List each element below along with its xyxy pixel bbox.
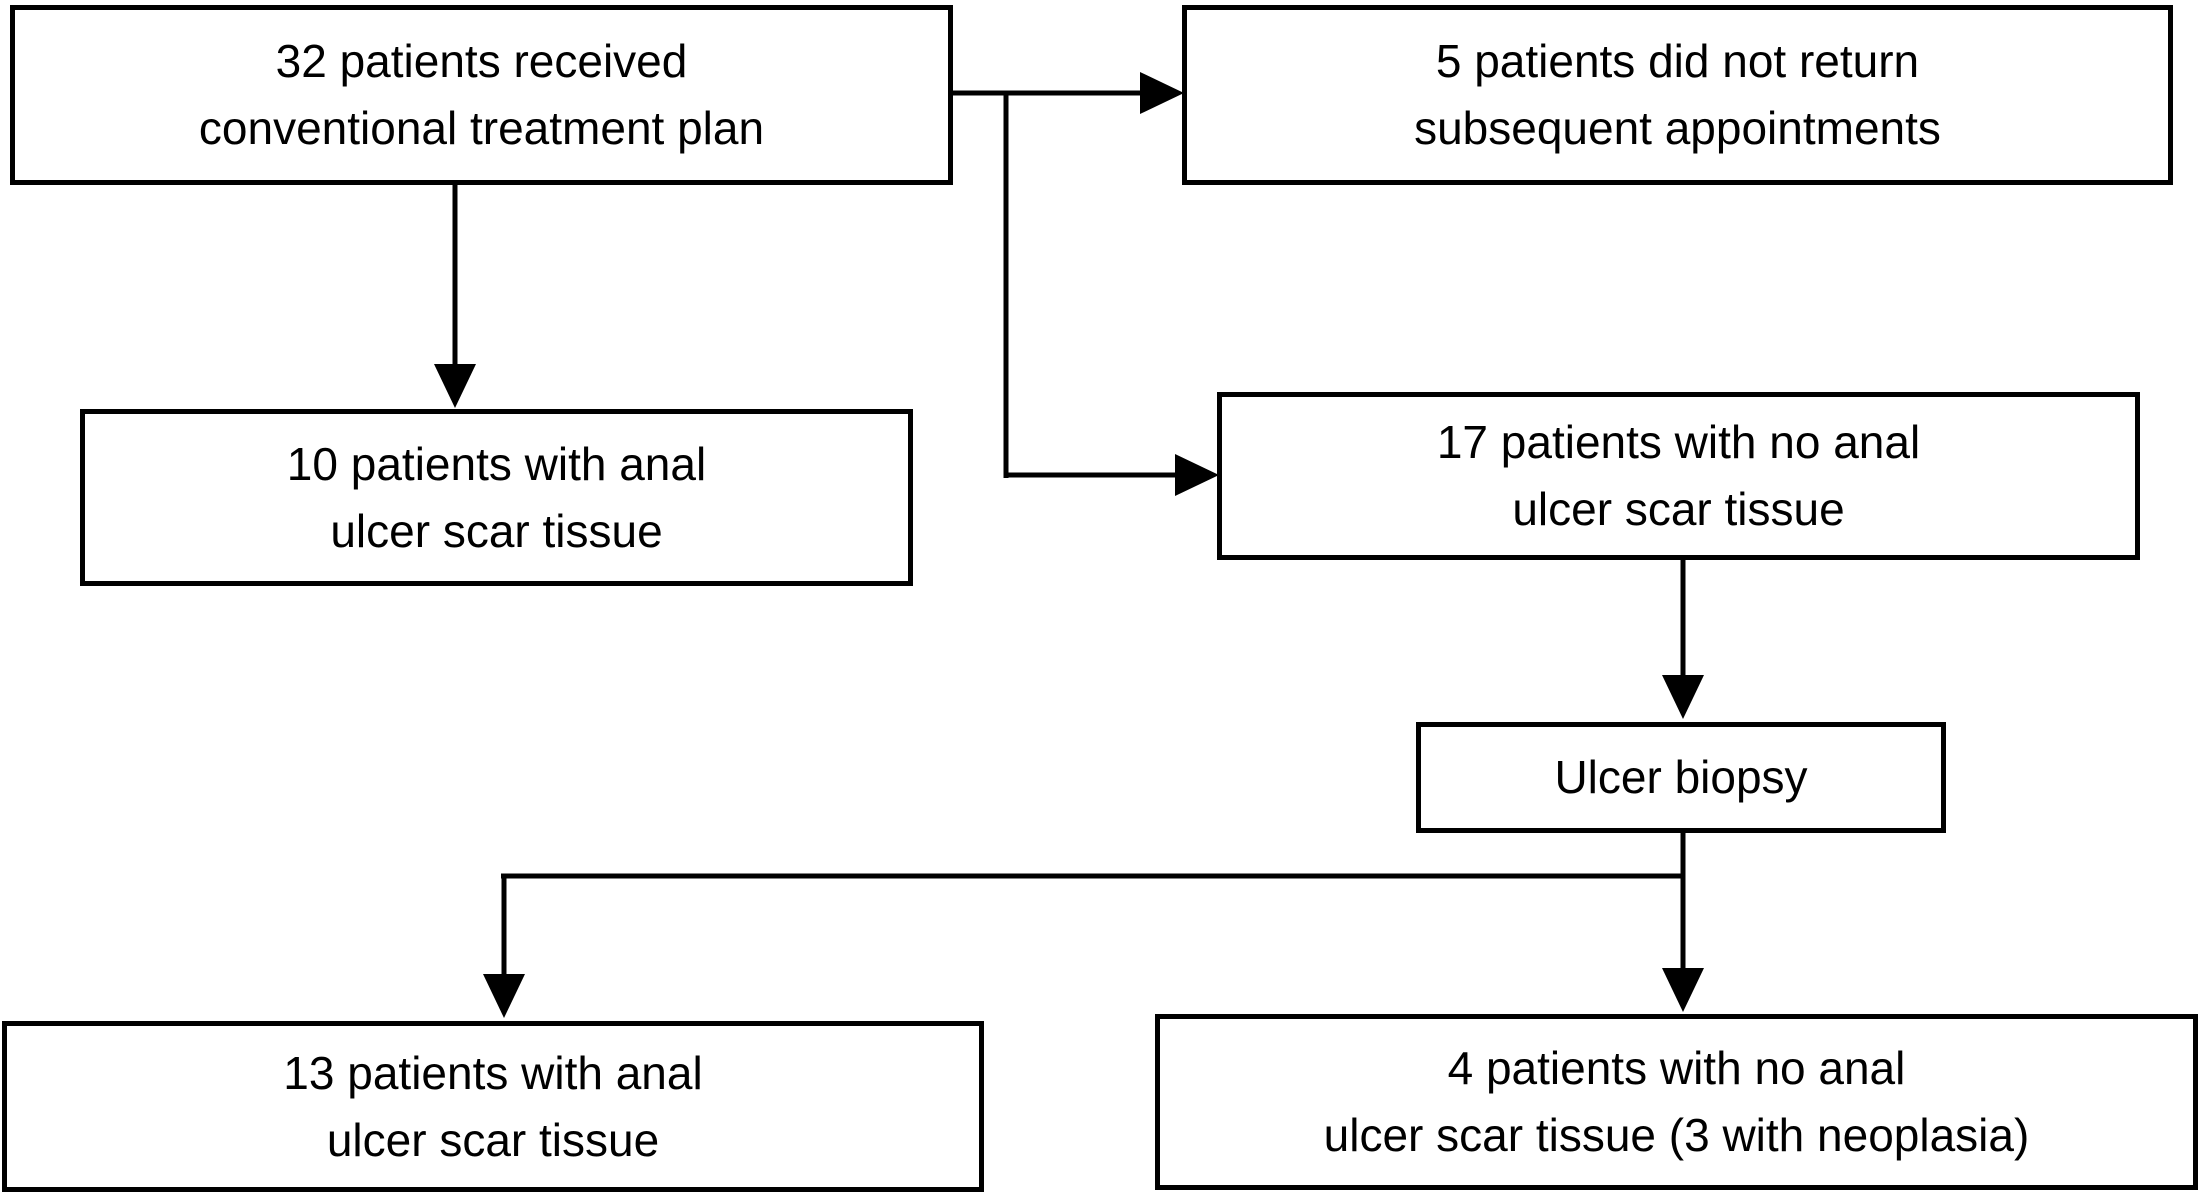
arrow-no-scar-17-to-biopsy	[1662, 560, 1704, 719]
box-text-line: ulcer scar tissue	[1512, 483, 1845, 535]
box-text-line: 13 patients with anal	[283, 1046, 703, 1099]
box-text-line: 17 patients with no anal	[1436, 416, 1921, 468]
arrow-treatment-to-no-scar-17	[1003, 91, 1219, 496]
box-4-patients-no-scar-neoplasia: 4 patients with no anal ulcer scar tissu…	[1155, 1014, 2198, 1190]
box-text-line: ulcer scar tissue	[330, 504, 663, 557]
box-text-line: conventional treatment plan	[198, 102, 765, 154]
box-5-patients-no-return: 5 patients did not return subsequent app…	[1182, 5, 2173, 185]
arrow-treatment-to-scar-10	[434, 185, 476, 408]
box-text-line: 5 patients did not return	[1435, 35, 1920, 87]
box-text-line: 4 patients with no anal	[1447, 1042, 1906, 1094]
arrow-treatment-to-no-return	[953, 72, 1184, 114]
arrow-biopsy-to-no-scar-4	[1662, 833, 1704, 1012]
box-text-line: ulcer scar tissue (3 with neoplasia)	[1323, 1109, 2030, 1161]
box-text-line: Ulcer biopsy	[1554, 751, 1808, 803]
box-10-patients-scar-tissue: 10 patients with anal ulcer scar tissue	[80, 409, 913, 586]
box-13-patients-scar-tissue: 13 patients with anal ulcer scar tissue	[2, 1021, 984, 1192]
box-32-patients-treatment: 32 patients received conventional treatm…	[10, 5, 953, 185]
box-text-line: 10 patients with anal	[286, 437, 707, 490]
box-text-line: ulcer scar tissue	[326, 1113, 660, 1166]
box-text-line: 32 patients received	[275, 35, 688, 87]
arrow-biopsy-to-scar-13	[483, 874, 525, 1018]
box-text-line: subsequent appointments	[1414, 102, 1941, 154]
box-ulcer-biopsy: Ulcer biopsy	[1416, 722, 1946, 833]
box-17-patients-no-scar-tissue: 17 patients with no anal ulcer scar tiss…	[1217, 392, 2140, 560]
